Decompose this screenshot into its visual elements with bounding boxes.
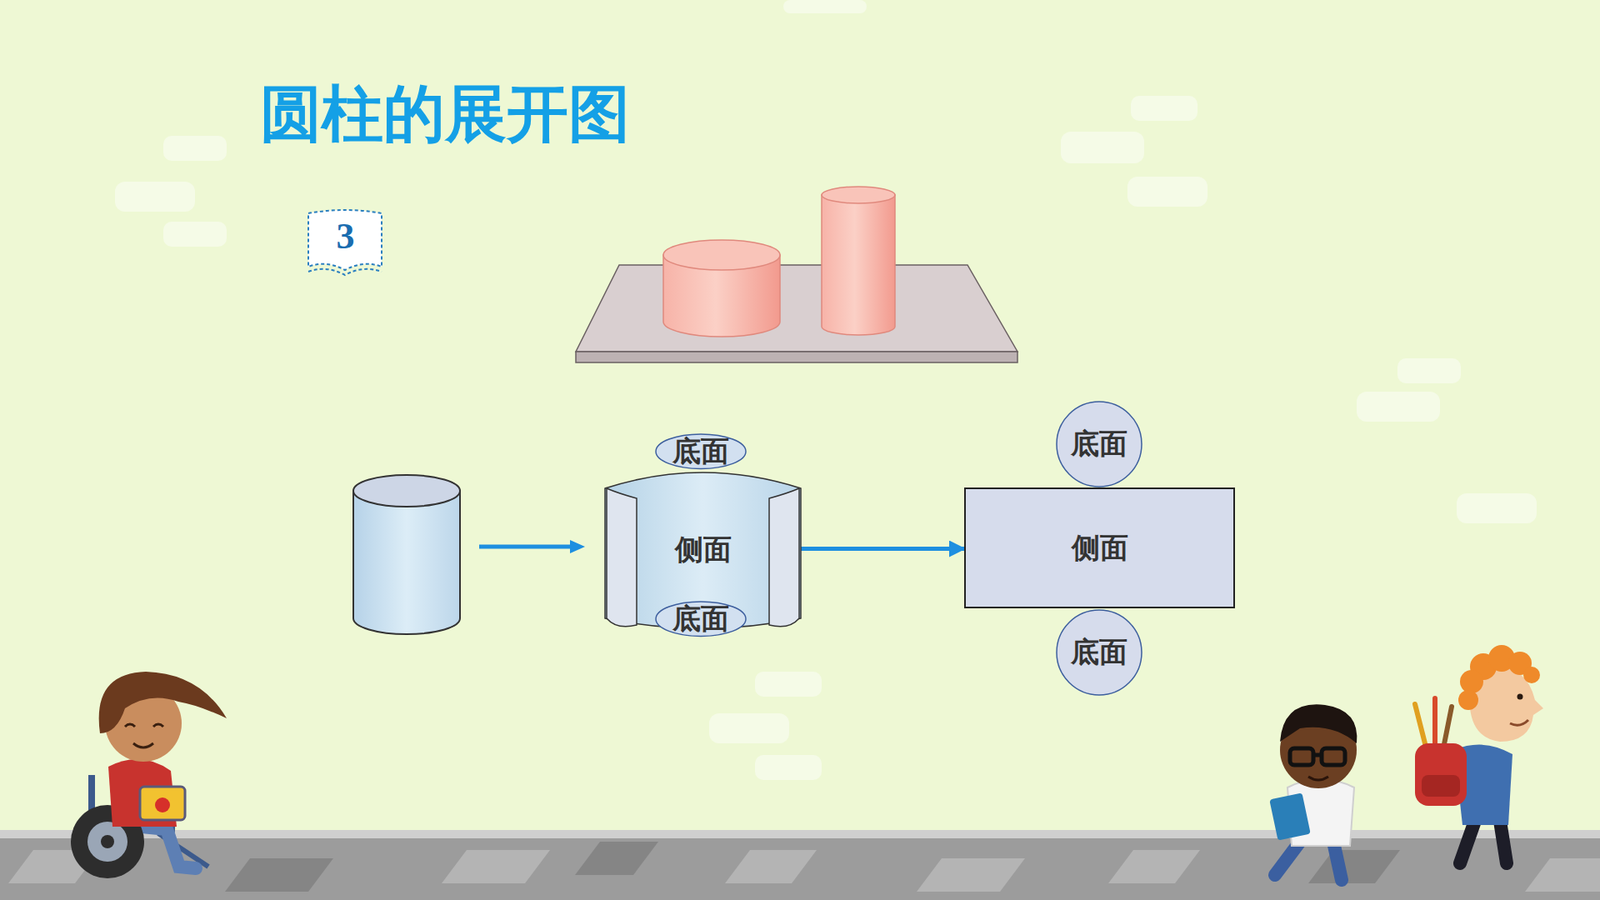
road-curb (0, 830, 1600, 839)
node-label: 底面 (672, 603, 730, 635)
node-label: 底面 (672, 435, 730, 467)
tall-cylinder (821, 195, 895, 335)
pencils (1415, 698, 1452, 750)
base-ellipse: 底面 (655, 600, 747, 637)
circle-shape (1056, 610, 1142, 695)
background-blotches (115, 0, 1537, 780)
ellipse-shape (655, 434, 746, 469)
base-circle: 底面 (1055, 400, 1143, 488)
apple-logo (155, 797, 170, 813)
laptop (140, 786, 185, 820)
cylinder-top (353, 475, 460, 507)
arrow-connector (800, 546, 965, 551)
boy2-legs (1460, 820, 1507, 864)
glasses (1290, 748, 1345, 765)
ellipse-shape (655, 601, 746, 636)
node-label: 底面 (1070, 428, 1128, 460)
tray-top (575, 265, 1018, 352)
girl-hair (99, 671, 227, 734)
node-label: 侧面 (1071, 532, 1129, 564)
cylinder-body (353, 490, 460, 635)
sheet-flap-right (769, 488, 800, 627)
sheet-flap-left (606, 488, 637, 627)
girl-eyes (125, 724, 164, 727)
boy2-eye (1517, 694, 1524, 700)
girl-smile (133, 743, 154, 748)
tray-edge (575, 351, 1018, 363)
road (0, 830, 1600, 900)
callout-number: 3 (305, 218, 385, 255)
unroll-arrow (479, 540, 585, 554)
girl-in-wheelchair (70, 671, 227, 879)
short-cylinder-top (663, 240, 780, 270)
node-label: 底面 (1070, 636, 1128, 668)
side-rectangle: 侧面 (964, 487, 1235, 609)
road-band (0, 831, 1600, 900)
road-tiles (8, 850, 1600, 892)
node-label: 侧面 (675, 534, 732, 565)
arrow-shaft (479, 545, 572, 550)
book-edge (308, 269, 382, 275)
road-tiles-dark (225, 841, 1400, 892)
wheel-hub (100, 835, 115, 849)
boy2-smile (1510, 720, 1529, 725)
boy-hair (1280, 704, 1357, 744)
tall-cylinder-top (821, 186, 895, 204)
arrow-head (570, 540, 585, 554)
backpack-pocket (1421, 775, 1460, 797)
boy-with-backpack (1415, 645, 1544, 864)
backpack (1415, 743, 1467, 806)
circle-shape (1056, 401, 1142, 487)
boy2-hair (1458, 645, 1540, 710)
boy-legs (1275, 841, 1342, 880)
blue-cylinder (353, 475, 460, 635)
base-ellipse: 底面 (655, 433, 747, 470)
wheel-rim (87, 821, 128, 862)
boy-smile (1308, 776, 1329, 780)
number-book (1269, 792, 1311, 840)
boy-with-glasses (1269, 704, 1357, 880)
title: 圆柱的展开图 (260, 73, 630, 157)
tray-with-cylinders (575, 186, 1018, 363)
base-circle: 底面 (1055, 609, 1143, 696)
